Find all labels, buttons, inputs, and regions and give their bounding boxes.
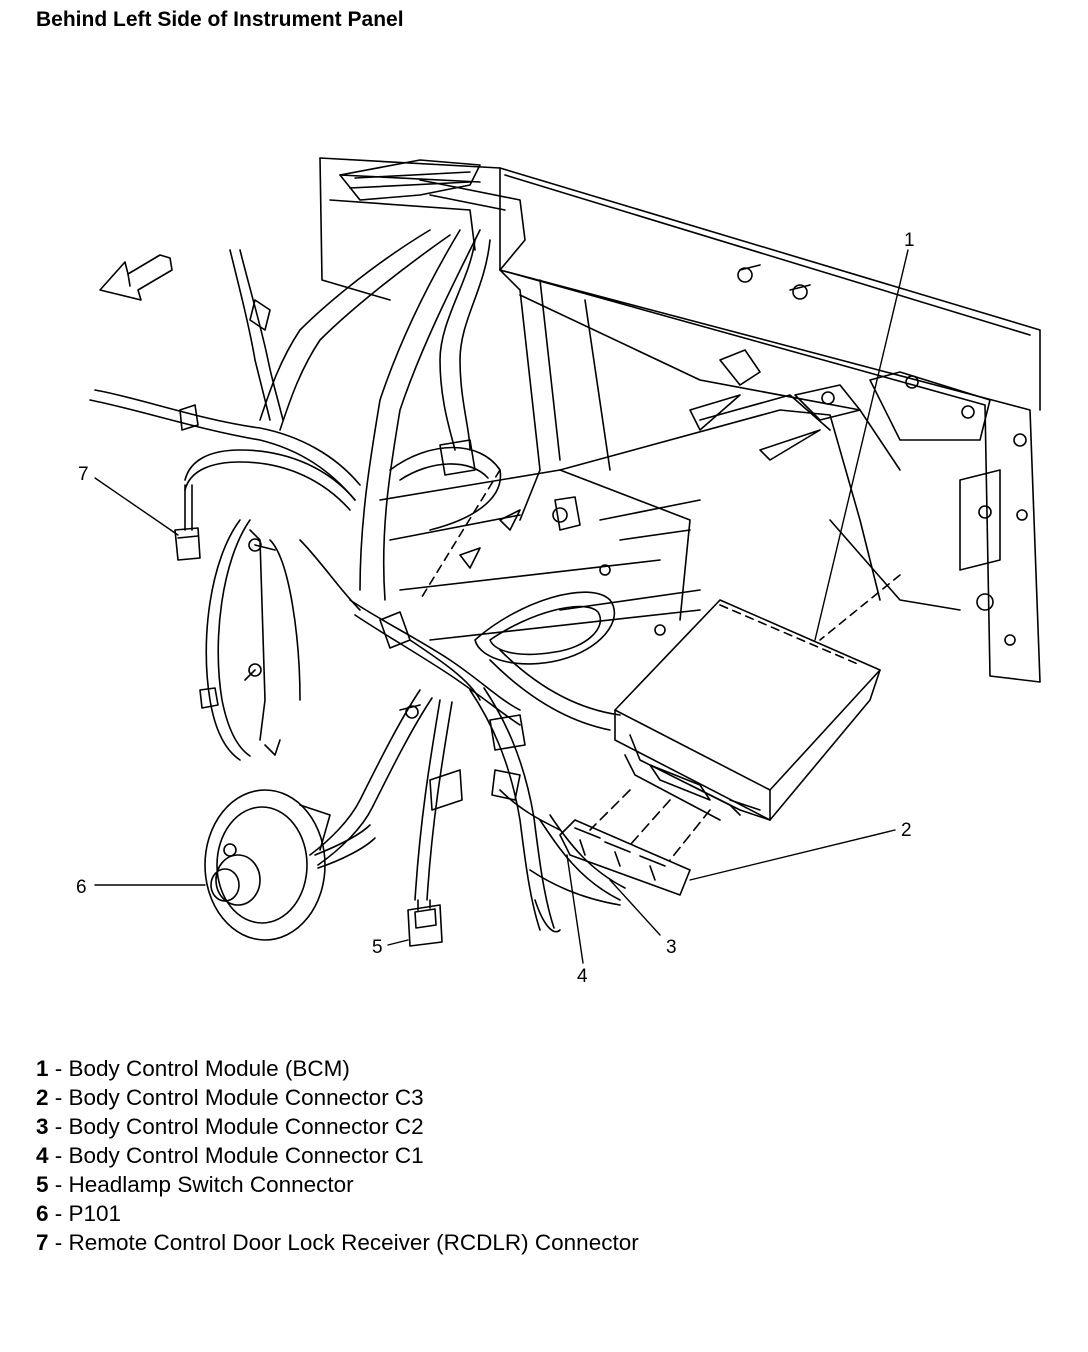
legend-number: 2 — [36, 1085, 49, 1110]
diagram-title: Behind Left Side of Instrument Panel — [36, 8, 404, 31]
callout-2: 2 — [901, 820, 912, 841]
legend-item: 5 - Headlamp Switch Connector — [36, 1170, 639, 1199]
legend-item: 3 - Body Control Module Connector C2 — [36, 1112, 639, 1141]
panel-frame — [319, 157, 1041, 683]
callout-4: 4 — [577, 966, 588, 987]
legend-label: - Remote Control Door Lock Receiver (RCD… — [48, 1230, 639, 1255]
legend-number: 3 — [36, 1114, 49, 1139]
direction-arrow-icon — [99, 254, 173, 301]
p101-grommet — [204, 789, 376, 941]
legend-label: - Body Control Module (BCM) — [48, 1056, 350, 1081]
legend-number: 5 — [36, 1172, 49, 1197]
leader-line-1 — [814, 249, 909, 641]
central-harness — [309, 599, 626, 933]
headlamp-switch-connector — [407, 899, 443, 947]
legend-label: - Body Control Module Connector C2 — [48, 1114, 424, 1139]
legend-item: 7 - Remote Control Door Lock Receiver (R… — [36, 1228, 639, 1257]
callout-6: 6 — [76, 877, 87, 898]
legend: 1 - Body Control Module (BCM) 2 - Body C… — [36, 1054, 639, 1257]
legend-label: - P101 — [48, 1201, 122, 1226]
routing-guide-line — [819, 574, 901, 641]
leader-lines — [94, 249, 909, 964]
callout-5: 5 — [372, 937, 383, 958]
leader-line-7 — [94, 477, 179, 536]
routing-guide-line — [419, 469, 501, 601]
lower-left-harness — [199, 519, 361, 761]
callout-7: 7 — [78, 464, 89, 485]
instrument-panel-illustration: 1 2 3 4 5 6 7 — [76, 157, 1041, 987]
legend-number: 6 — [36, 1201, 49, 1226]
legend-label: - Body Control Module Connector C1 — [48, 1143, 424, 1168]
callout-3: 3 — [666, 937, 677, 958]
bcm-module — [614, 599, 881, 821]
bcm-connectors — [529, 789, 711, 906]
legend-number: 7 — [36, 1230, 49, 1255]
legend-item: 4 - Body Control Module Connector C1 — [36, 1141, 639, 1170]
legend-item: 6 - P101 — [36, 1199, 639, 1228]
legend-number: 4 — [36, 1143, 49, 1168]
legend-item: 1 - Body Control Module (BCM) — [36, 1054, 639, 1083]
legend-label: - Headlamp Switch Connector — [48, 1172, 354, 1197]
leader-line-4 — [566, 854, 584, 964]
callout-1: 1 — [904, 230, 915, 251]
leader-line-2 — [689, 829, 896, 881]
leader-line-3 — [609, 879, 661, 936]
legend-item: 2 - Body Control Module Connector C3 — [36, 1083, 639, 1112]
legend-label: - Body Control Module Connector C3 — [48, 1085, 424, 1110]
knee-bolster — [379, 446, 701, 665]
upper-harness — [229, 159, 526, 601]
legend-number: 1 — [36, 1056, 49, 1081]
left-harness — [89, 389, 361, 561]
leader-line-5 — [387, 939, 409, 946]
